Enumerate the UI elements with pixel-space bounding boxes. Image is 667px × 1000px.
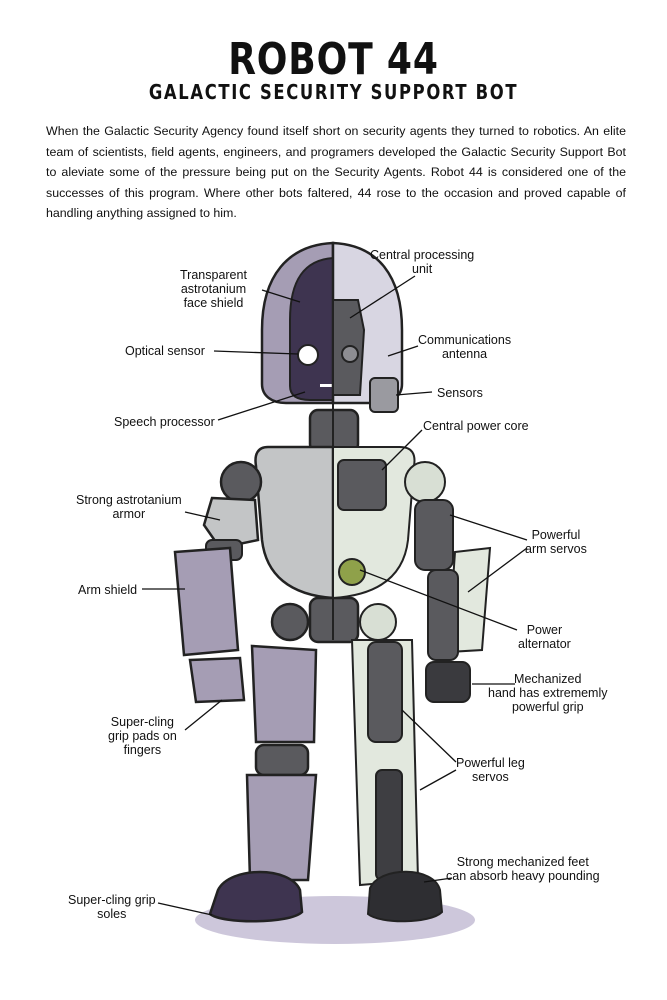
leader-arm-servos-2 [467,547,528,593]
hand-right [425,661,471,703]
label-face-shield: Transparent astrotanium face shield [180,268,247,310]
leader-grip-pads [184,699,223,731]
hip-right [359,603,397,641]
label-grip-pads: Super-cling grip pads on fingers [108,715,177,757]
shoulder-right [404,461,446,503]
leader-sensors [395,391,433,396]
foot-right [366,870,444,923]
label-optical-sensor: Optical sensor [125,344,205,358]
label-arm-shield: Arm shield [78,583,138,597]
page-subtitle: GALACTIC SECURITY SUPPORT BOT [148,80,519,104]
arm-shield-left [173,546,240,657]
label-cpu: Central processing unit [370,248,475,276]
label-sensors: Sensors [437,386,483,400]
knee-left [254,743,310,777]
label-soles: Super-cling grip soles [68,893,156,921]
face-left [289,256,334,401]
optical-sensor-eye [297,344,319,366]
label-antenna: Communications antenna [418,333,512,361]
label-hand: Mechanized hand has extrememly powerful … [488,672,608,714]
label-alternator: Power alternator [518,623,571,651]
label-leg-servos: Powerful leg servos [456,756,525,784]
label-arm-servos: Powerful arm servos [525,528,587,556]
thigh-servo-right [367,641,403,743]
leader-armor [184,511,221,521]
speech-slot [320,384,332,387]
leader-speech [217,391,306,421]
optical-sensor-right [341,345,359,363]
thigh-left [250,644,318,744]
leader-leg-servos-1 [401,709,457,763]
leader-feet [423,877,453,883]
leader-arm-servos-1 [449,514,528,541]
leader-antenna [387,345,419,357]
power-core [337,459,387,511]
shin-servo-right [375,769,403,881]
leader-power-core [381,429,423,471]
shin-left [245,773,318,882]
arm-servo-right [414,499,454,571]
leader-alternator [359,569,518,631]
intro-paragraph: When the Galactic Security Agency found … [46,124,626,220]
leader-soles [157,902,213,916]
page-title: ROBOT 44 [228,34,439,85]
leader-face-shield [261,289,301,303]
hand-left [188,656,246,704]
leader-optical [213,350,299,355]
forearm-right [427,569,459,661]
shoulder-left [219,460,263,504]
label-power-core: Central power core [423,419,529,433]
torso-armor-left [254,445,335,600]
hip-left [270,602,310,642]
power-alternator [338,558,366,586]
label-speech-processor: Speech processor [114,415,215,429]
label-feet: Strong mechanized feet can absorb heavy … [446,855,600,883]
foot-left [208,870,304,923]
leader-cpu [349,275,416,319]
label-armor: Strong astrotanium armor [76,493,182,521]
antenna-mount [369,377,399,413]
leader-leg-servos-2 [419,769,457,791]
